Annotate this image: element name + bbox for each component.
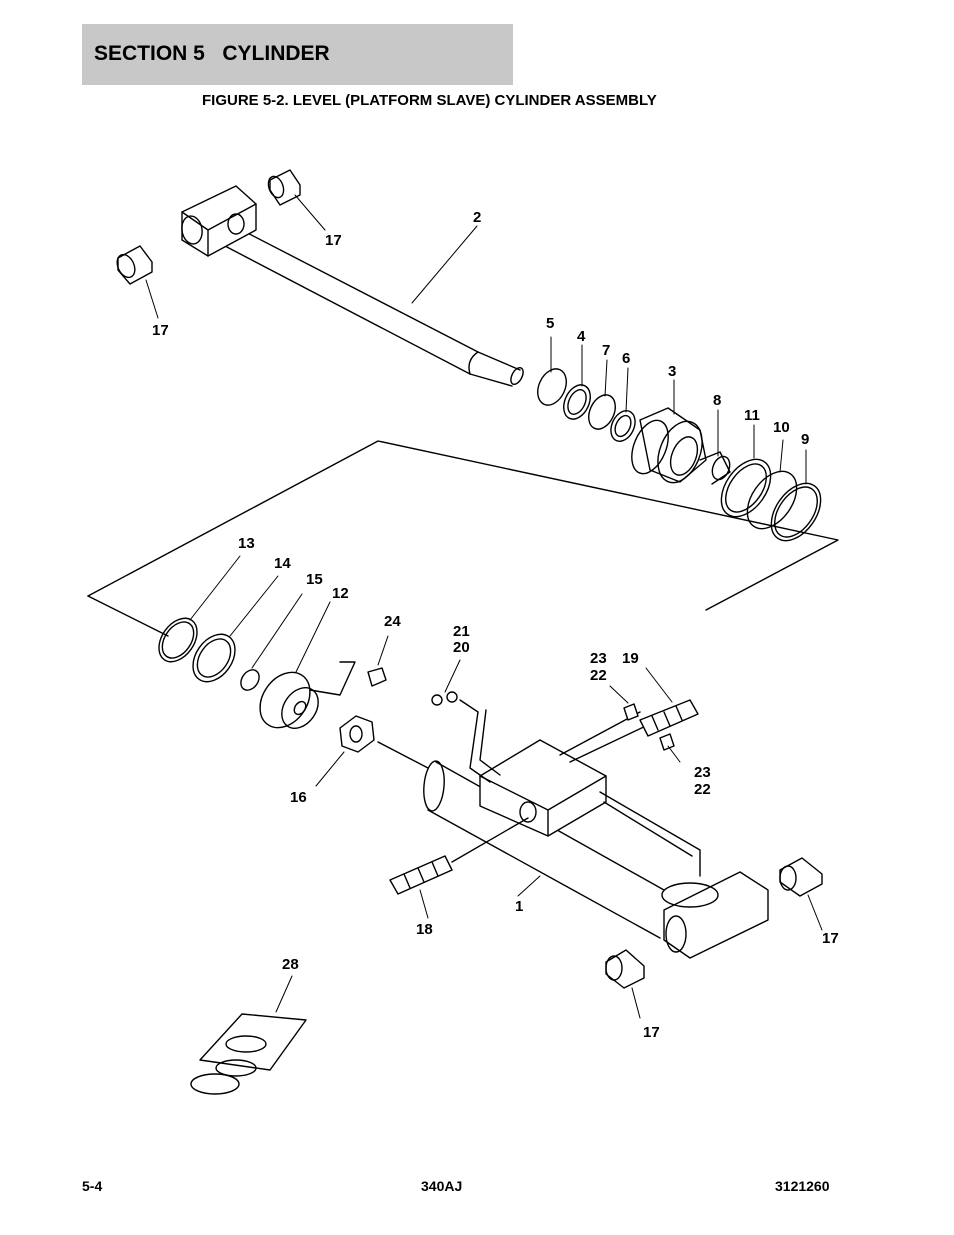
callout-9: 9 <box>801 431 809 448</box>
section-title: SECTION 5 CYLINDER <box>94 42 330 65</box>
bushing-lower-left <box>605 949 645 989</box>
callout-17-bottom: 17 <box>643 1024 660 1041</box>
exploded-view-plane <box>87 440 839 611</box>
callout-20: 20 <box>453 639 470 656</box>
callout-10: 10 <box>773 419 790 436</box>
callout-11: 11 <box>744 407 760 424</box>
valve-18 <box>389 817 529 895</box>
bushing-left <box>116 245 153 285</box>
callout-21: 21 <box>453 623 470 640</box>
callout-24: 24 <box>384 613 401 630</box>
rod-seals <box>537 368 636 442</box>
callout-15: 15 <box>306 571 323 588</box>
callout-22-top: 22 <box>590 667 607 684</box>
callout-18: 18 <box>416 921 433 938</box>
callout-1: 1 <box>515 898 523 915</box>
rod-assembly <box>116 169 524 387</box>
callout-17-right: 17 <box>822 930 839 947</box>
bushing-lower-right <box>779 857 823 897</box>
callout-28: 28 <box>282 956 299 973</box>
callout-22-bottom: 22 <box>694 781 711 798</box>
callout-6: 6 <box>622 350 630 367</box>
seal-kit <box>190 1013 307 1095</box>
leader-lines <box>145 194 823 1019</box>
callout-2: 2 <box>473 209 481 226</box>
callout-13: 13 <box>238 535 255 552</box>
section-header: SECTION 5 CYLINDER <box>82 24 513 85</box>
bushing-top <box>267 169 301 206</box>
callout-16: 16 <box>290 789 307 806</box>
head-seals <box>720 458 822 542</box>
cylinder-barrel <box>423 699 769 959</box>
callout-19: 19 <box>622 650 639 667</box>
lock-nut <box>339 715 429 769</box>
callout-17-left: 17 <box>152 322 169 339</box>
callout-12: 12 <box>332 585 349 602</box>
callout-5: 5 <box>546 315 554 332</box>
figure-title: FIGURE 5-2. LEVEL (PLATFORM SLAVE) CYLIN… <box>202 92 657 109</box>
piston-group <box>158 617 319 729</box>
fittings-upper <box>431 691 458 706</box>
callout-3: 3 <box>668 363 676 380</box>
callout-4: 4 <box>577 328 586 345</box>
callout-14: 14 <box>274 555 291 572</box>
callout-17-top: 17 <box>325 232 342 249</box>
callout-23-bottom: 23 <box>694 764 711 781</box>
cylinder-head <box>631 407 731 485</box>
set-screw <box>309 661 387 696</box>
callout-8: 8 <box>713 392 721 409</box>
fittings-right <box>623 703 675 751</box>
callout-23-top: 23 <box>590 650 607 667</box>
footer-model: 340AJ <box>421 1178 463 1194</box>
callout-7: 7 <box>602 342 610 359</box>
footer-doc-number: 3121260 <box>775 1178 830 1194</box>
footer-page-number: 5-4 <box>82 1178 103 1194</box>
valve-19 <box>639 699 699 737</box>
